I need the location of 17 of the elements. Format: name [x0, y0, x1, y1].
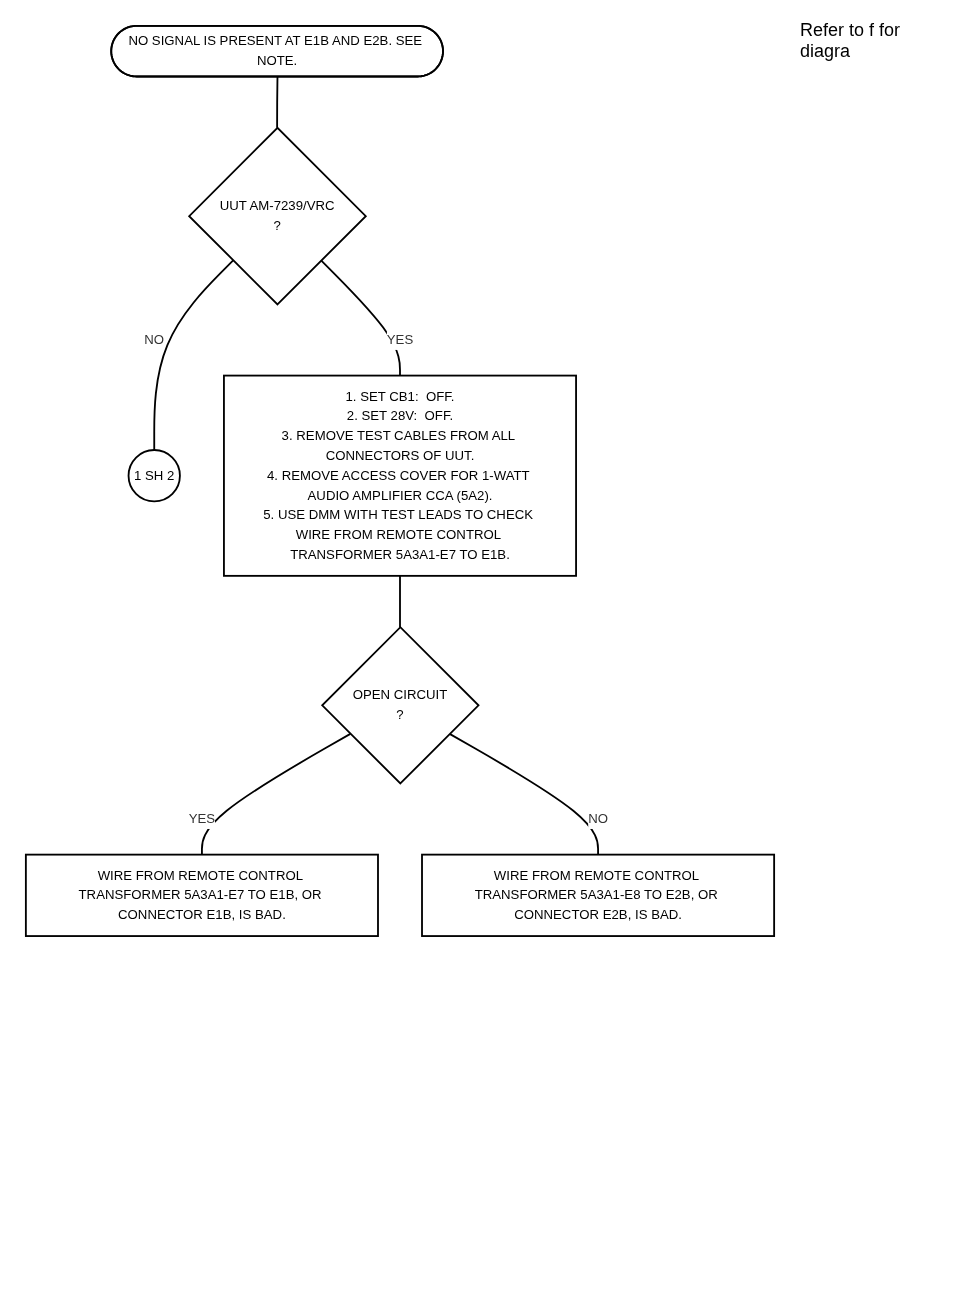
- node-diamond: OPEN CIRCUIT ?: [320, 625, 480, 785]
- edge-label: YES: [386, 332, 414, 347]
- connector: [153, 259, 235, 451]
- node-box: WIRE FROM REMOTE CONTROL TRANSFORMER 5A3A1-E8 TO E2B, OR CONNECTOR E2B, IS BAD.: [421, 853, 776, 937]
- edge-label: NO: [144, 332, 165, 347]
- edge-label: NO: [588, 811, 608, 827]
- edge-label: YES: [188, 811, 216, 827]
- connector: [320, 259, 401, 377]
- node-circle: 1 SH 2: [127, 449, 181, 503]
- note-text: Refer to f for diagra: [800, 20, 902, 62]
- connector: [448, 732, 599, 856]
- node-box: WIRE FROM REMOTE CONTROL TRANSFORMER 5A3A1-E7 TO E1B, OR CONNECTOR E1B, IS BAD.: [24, 853, 379, 937]
- connector: [276, 75, 279, 129]
- connector: [201, 732, 352, 856]
- node-box: 1. SET CB1: OFF. 2. SET 28V: OFF. 3. REMOVE TEST CABLES FROM ALL CONNECTORS OF UUT. 4. REMOVE ACCESS COVER FOR 1-WATT AUDIO AMPLIFIER CCA (5A2). 5. USE DMM WITH TEST LEADS TO CHECK WIRE FROM REMOTE CONTROL TRANSFORMER 5A3A1-E7 TO E1B.: [223, 374, 577, 577]
- connector: [399, 574, 401, 629]
- node-diamond: UUT AM-7239/VRC ?: [187, 126, 368, 306]
